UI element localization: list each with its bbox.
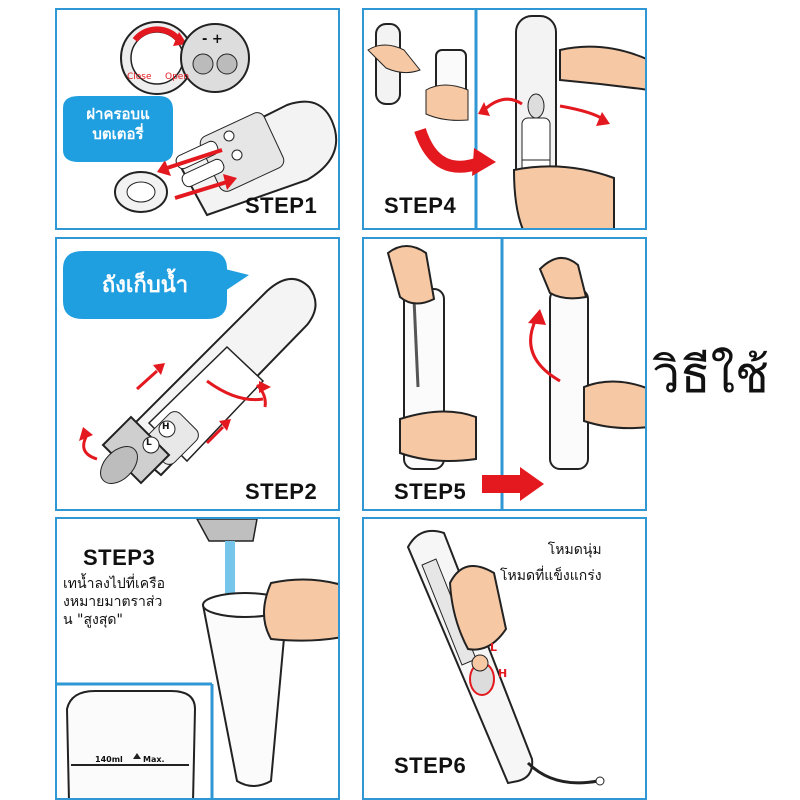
step6-panel: โหมดนุ่ม โหมดที่แข็งแกร่ง L H STEP6	[362, 517, 647, 800]
water-tank-bubble: ถังเก็บน้ำ	[101, 273, 189, 298]
strong-mode-label: โหมดที่แข็งแกร่ง	[500, 568, 602, 584]
step6-mode-labels: โหมดนุ่ม โหมดที่แข็งแกร่ง	[500, 537, 602, 589]
step3-instruction-line3: น "สูงสุด"	[63, 612, 123, 628]
step4-label: STEP4	[384, 193, 457, 218]
step5-panel: STEP5	[362, 237, 647, 511]
cap-open-label: Open	[165, 72, 190, 82]
scale-min-label: 140ml	[95, 755, 123, 764]
step3-label: STEP3	[83, 545, 156, 570]
step2-button-h: H	[162, 422, 170, 432]
cap-polarity-symbols: - +	[202, 32, 223, 47]
step6-illustration	[406, 529, 605, 786]
step3-instruction: เทน้ำลงไปที่เครือ งหมายมาตราส่ว น "สูงสุ…	[63, 575, 165, 629]
step2-panel: ถังเก็บน้ำ L H STEP2	[55, 237, 340, 511]
mode-mark-l: L	[490, 641, 498, 654]
soft-mode-label: โหมดนุ่ม	[547, 542, 602, 558]
step2-label: STEP2	[245, 479, 318, 504]
step6-label: STEP6	[394, 753, 467, 778]
step3-illustration	[57, 519, 338, 798]
step5-illustration	[386, 239, 645, 509]
step4-panel: STEP4	[362, 8, 647, 230]
step3-instruction-line2: งหมายมาตราส่ว	[63, 594, 163, 610]
battery-cover-bubble: ฝาครอบแ บตเตอรี่	[65, 104, 171, 144]
cap-close-label: Close	[127, 72, 152, 82]
step1-illustration	[63, 21, 338, 217]
scale-max-label: Max.	[143, 755, 165, 764]
step2-illustration	[63, 251, 317, 485]
step5-label: STEP5	[394, 479, 467, 504]
step2-button-l: L	[146, 438, 152, 448]
step1-panel: Close Open - + ฝาครอบแ บตเตอรี่ STEP1	[55, 8, 340, 230]
page-title: วิธีใช้	[652, 346, 769, 404]
step3-panel: STEP3 เทน้ำลงไปที่เครือ งหมายมาตราส่ว น …	[55, 517, 340, 800]
mode-mark-h: H	[498, 667, 508, 680]
battery-cover-line1: ฝาครอบแ	[86, 105, 150, 123]
battery-cover-line2: บตเตอรี่	[92, 125, 144, 143]
step3-instruction-line1: เทน้ำลงไปที่เครือ	[63, 576, 166, 592]
step1-label: STEP1	[245, 193, 318, 218]
step4-illustration	[367, 10, 645, 228]
